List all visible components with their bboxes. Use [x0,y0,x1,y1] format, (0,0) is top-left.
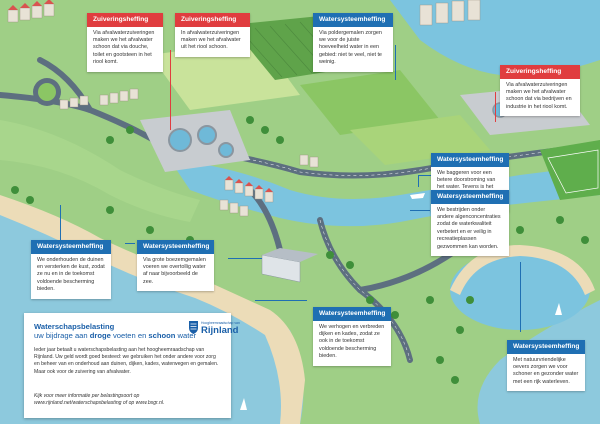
callout-title: Zuiveringsheffing [87,13,163,27]
leader-line [125,243,135,244]
logo-subtitle: Hoogheemraadschap van [201,321,240,325]
info-body: Ieder jaar betaalt u waterschapsbelastin… [34,347,219,375]
leader-line [255,300,307,301]
callout-text: We bestrijden onder andere algenconcentr… [437,206,501,250]
callout-oevers: Watersysteemheffing Met natuurvriendelij… [507,340,585,392]
leader-line [395,45,396,80]
info-more-link[interactable]: Kijk voor meer informatie per belastings… [34,393,165,407]
leader-line [410,210,430,211]
callout-text: Via afvalwaterzuiveringen maken we het a… [93,29,155,66]
river [170,160,600,227]
logo-title: Rijnland [201,325,239,336]
callout-zuivering-plant: Zuiveringsheffing In afvalwaterzuivering… [175,13,250,57]
callout-title: Zuiveringsheffing [500,65,580,79]
callout-text: We verhogen en verbreden dijken en kades… [319,323,385,360]
leader-line [228,258,262,259]
callout-text: Via grote boezemgemalen voeren we overto… [143,256,206,285]
sports-field [540,140,600,200]
callout-text: In afvalwaterzuiveringen maken we het af… [181,29,241,51]
leader-line [170,50,171,130]
callout-title: Watersysteemheffing [313,307,391,321]
treatment-plant [140,110,250,172]
info-title: Waterschapsbelasting [34,322,115,331]
leader-line [418,175,431,176]
leader-line [495,92,496,122]
callout-title: Watersysteemheffing [313,13,393,27]
callout-text: Via poldergemalen zorgen we voor de juis… [319,29,382,66]
callout-zuivering-households: Zuiveringsheffing Via afvalwaterzuiverin… [87,13,163,72]
leader-line [60,205,61,243]
callout-boezemgemalen: Watersysteemheffing Via grote boezemgema… [137,240,214,292]
leader-line [520,262,521,332]
dune-beach [0,195,305,424]
callout-algen: Watersysteemheffing We bestrijden onder … [431,190,509,257]
callout-text: Via afvalwaterzuiveringen maken we het a… [506,81,572,110]
callout-title: Watersysteemheffing [31,240,111,254]
callout-title: Zuiveringsheffing [175,13,250,27]
callout-title: Watersysteemheffing [431,153,509,167]
callout-title: Watersysteemheffing [507,340,585,354]
callout-title: Watersysteemheffing [431,190,509,204]
info-box: Hoogheemraadschap van Rijnland Waterscha… [24,313,240,418]
crest-icon [189,321,198,334]
callout-duinen: Watersysteemheffing We onderhouden de du… [31,240,111,299]
pumping-station [261,248,318,283]
callout-zuivering-industry: Zuiveringsheffing Via afvalwaterzuiverin… [500,65,580,117]
callout-text: Met natuurvriendelijke oevers zorgen we … [513,356,579,385]
callout-dijken: Watersysteemheffing We verhogen en verbr… [313,307,391,366]
callout-text: We onderhouden de duinen en versterken d… [37,256,105,293]
leader-line [418,175,419,187]
callout-poldergemalen: Watersysteemheffing Via poldergemalen zo… [313,13,393,72]
houses [7,0,481,217]
callout-title: Watersysteemheffing [137,240,214,254]
info-subtitle: uw bijdrage aan droge voeten en schoon w… [34,331,197,340]
